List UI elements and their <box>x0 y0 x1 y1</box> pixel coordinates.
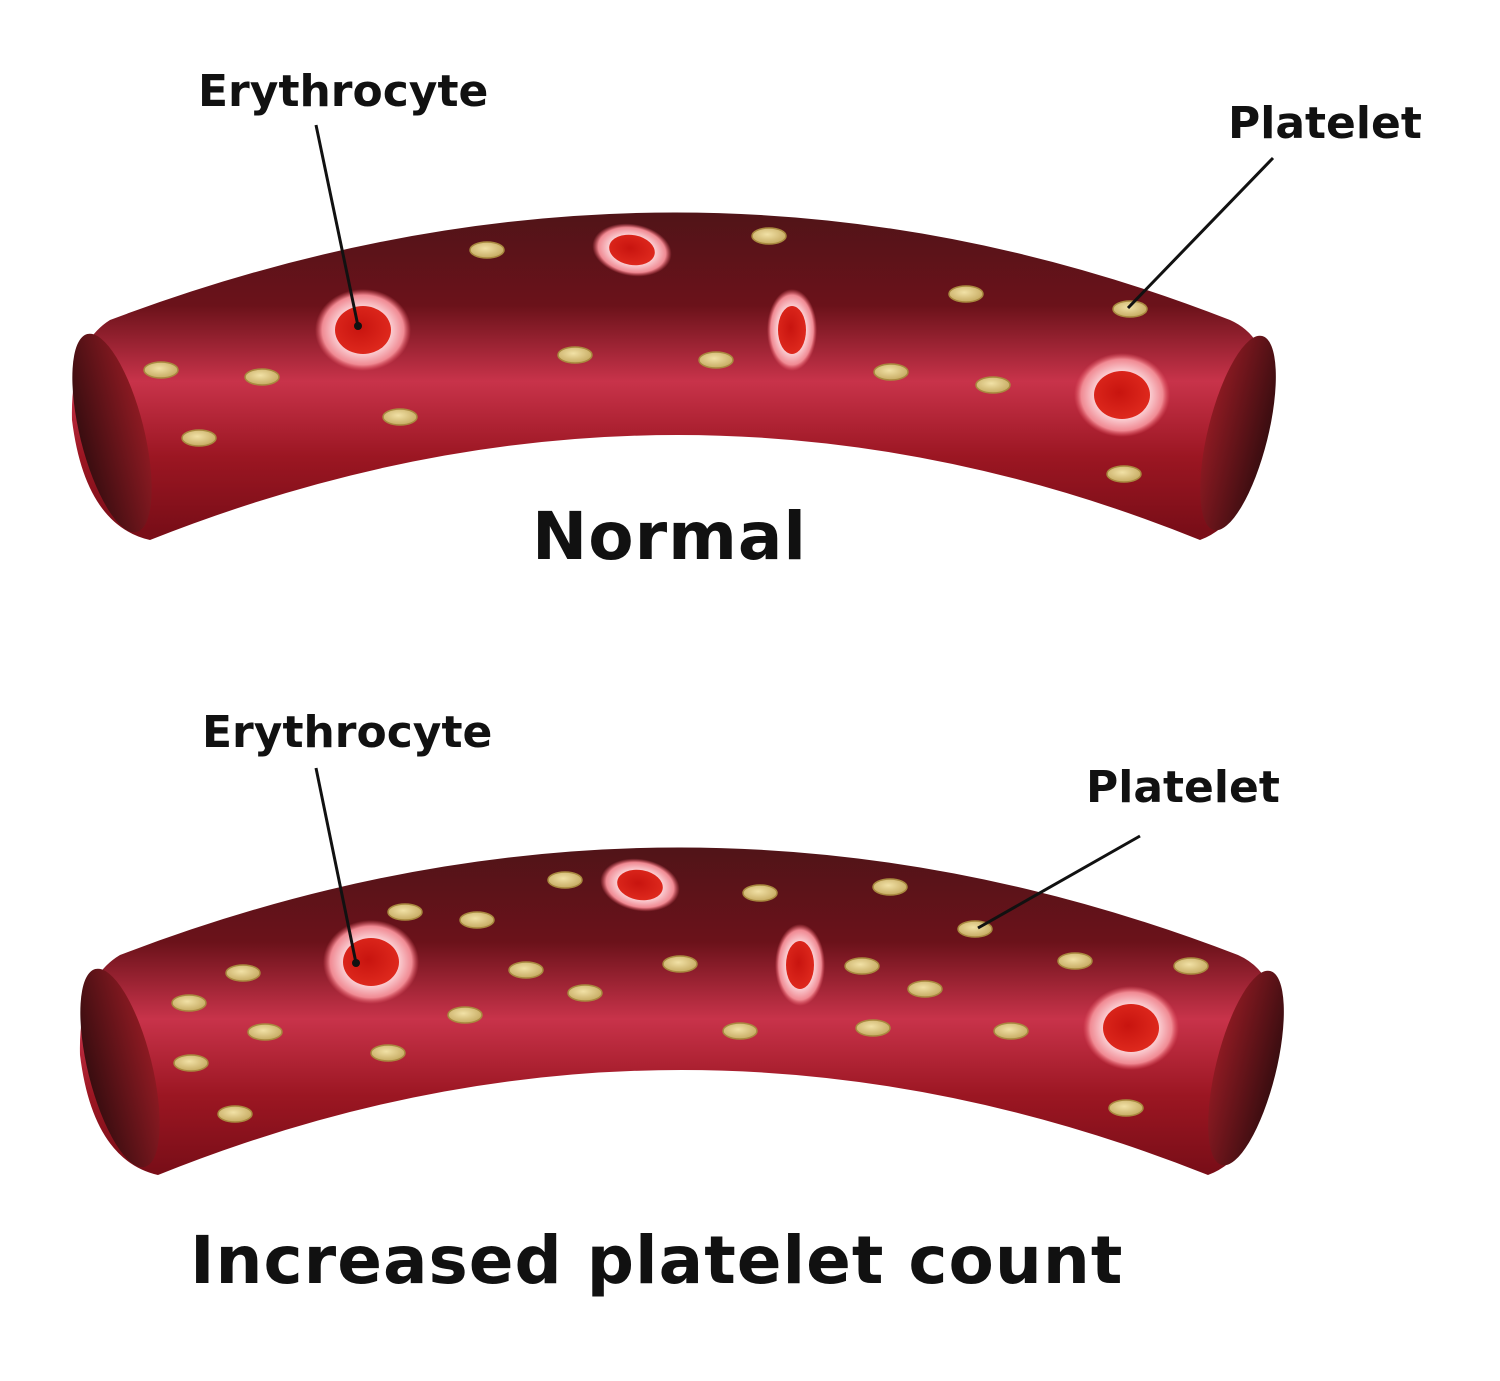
platelet-cell-icon <box>370 1044 406 1062</box>
panel-caption-increased: Increased platelet count <box>190 1222 1124 1299</box>
platelet-cell-icon <box>143 361 179 379</box>
erythrocyte-cell-icon <box>323 920 419 1004</box>
erythrocyte-label: Erythrocyte <box>198 66 489 117</box>
platelet-cell-icon <box>1108 1099 1144 1117</box>
erythrocyte-cell-icon <box>315 289 411 371</box>
platelet-cell-icon <box>567 984 603 1002</box>
erythrocyte-cell-icon <box>592 223 672 277</box>
erythrocyte-cell-icon <box>767 289 817 371</box>
platelet-cell-icon <box>447 1006 483 1024</box>
platelet-cell-icon <box>181 429 217 447</box>
platelet-group <box>171 871 1209 1123</box>
platelet-leader-line <box>1126 156 1275 310</box>
platelet-cell-icon <box>698 351 734 369</box>
platelet-cell-icon <box>872 878 908 896</box>
erythrocyte-label: Erythrocyte <box>202 707 493 758</box>
platelet-cell-icon <box>1057 952 1093 970</box>
platelet-cell-icon <box>173 1054 209 1072</box>
platelet-cell-icon <box>1173 957 1209 975</box>
platelet-cell-icon <box>508 961 544 979</box>
platelet-group <box>143 227 1148 483</box>
erythrocyte-leader-line <box>314 767 358 964</box>
platelet-label: Platelet <box>1228 98 1422 149</box>
platelet-cell-icon <box>557 346 593 364</box>
erythrocyte-cell-icon <box>775 924 825 1006</box>
platelet-leader-line <box>977 834 1141 930</box>
vessel-opening-right <box>1200 335 1276 531</box>
platelet-cell-icon <box>225 964 261 982</box>
erythrocyte-cell-icon <box>1083 986 1179 1070</box>
erythrocyte-group <box>315 223 1170 437</box>
platelet-cell-icon <box>1112 300 1148 318</box>
platelet-cell-icon <box>722 1022 758 1040</box>
vessel-opening-left <box>80 968 160 1168</box>
erythrocyte-cell-icon <box>1074 353 1170 437</box>
platelet-cell-icon <box>993 1022 1029 1040</box>
platelet-cell-icon <box>844 957 880 975</box>
platelet-cell-icon <box>1106 465 1142 483</box>
platelet-cell-icon <box>547 871 583 889</box>
platelet-cell-icon <box>975 376 1011 394</box>
platelet-cell-icon <box>948 285 984 303</box>
platelet-cell-icon <box>751 227 787 245</box>
platelet-cell-icon <box>217 1105 253 1123</box>
vessel-opening-left <box>72 333 152 533</box>
normal-panel <box>71 124 1276 540</box>
platelet-cell-icon <box>469 241 505 259</box>
platelet-cell-icon <box>907 980 943 998</box>
platelet-cell-icon <box>873 363 909 381</box>
platelet-cell-icon <box>171 994 207 1012</box>
erythrocyte-leader-dot <box>352 959 360 967</box>
vessel-opening-right <box>1208 970 1284 1166</box>
platelet-cell-icon <box>662 955 698 973</box>
platelet-cell-icon <box>244 368 280 386</box>
platelet-cell-icon <box>247 1023 283 1041</box>
platelet-cell-icon <box>855 1019 891 1037</box>
panel-caption-normal: Normal <box>532 498 808 575</box>
erythrocyte-leader-dot <box>354 322 362 330</box>
platelet-cell-icon <box>742 884 778 902</box>
erythrocyte-leader-line <box>314 124 360 327</box>
platelet-label: Platelet <box>1086 762 1280 813</box>
erythrocyte-group <box>323 858 1179 1070</box>
erythrocyte-cell-icon <box>600 858 680 912</box>
platelet-cell-icon <box>382 408 418 426</box>
platelet-cell-icon <box>387 903 423 921</box>
platelet-cell-icon <box>459 911 495 929</box>
increased-panel <box>79 767 1284 1175</box>
